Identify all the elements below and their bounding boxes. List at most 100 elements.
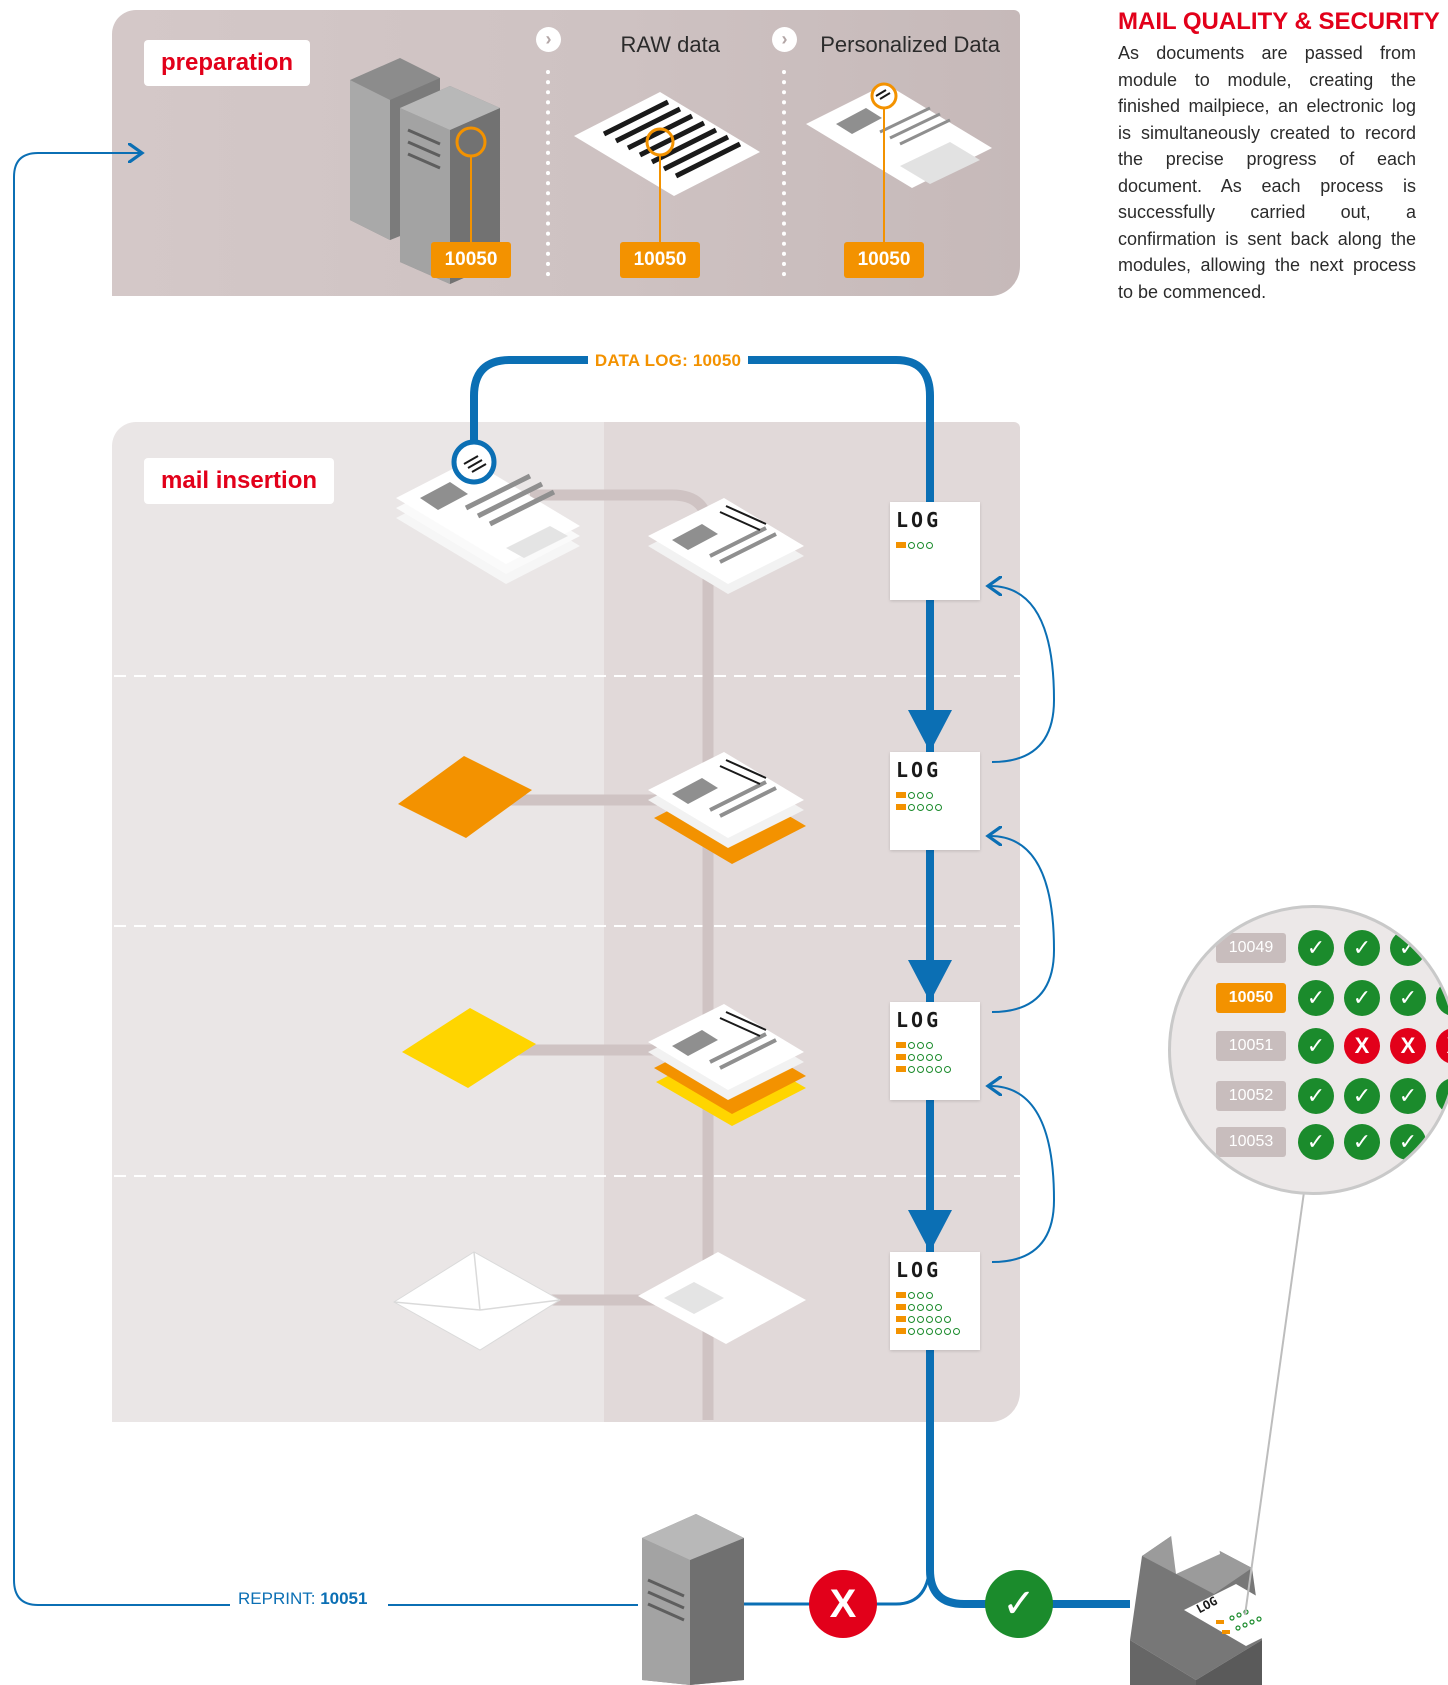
- log-entry-marker: [896, 1054, 906, 1060]
- check-icon: [917, 1053, 924, 1061]
- check-icon: ✓: [1298, 980, 1334, 1016]
- log-entry-marker: [896, 1042, 906, 1048]
- row-separators: [114, 675, 1020, 1177]
- folded-document-icon: [648, 498, 804, 594]
- raw-data-label: RAW data: [620, 32, 720, 57]
- check-icon: [935, 1053, 942, 1061]
- open-envelope-icon: [393, 1251, 561, 1351]
- check-icon: [926, 1303, 933, 1311]
- log-entry: [896, 1302, 962, 1312]
- closed-envelope-icon: [638, 1252, 806, 1344]
- yellow-insert-icon: [402, 1008, 536, 1088]
- reprint-loop-arrow: [13, 153, 260, 1606]
- info-title: MAIL QUALITY & SECURITY: [1118, 8, 1440, 35]
- check-icon: ✓: [1390, 930, 1426, 966]
- check-icon: [917, 541, 924, 549]
- log-card-title: LOG: [896, 508, 942, 532]
- check-icon: ✓: [1344, 1078, 1380, 1114]
- lens-document-id: 10051: [1216, 1031, 1286, 1061]
- check-icon: [935, 1315, 942, 1323]
- log-entry-marker: [896, 1292, 906, 1298]
- check-icon: [917, 1065, 924, 1073]
- log-entry-marker: [896, 1316, 906, 1322]
- lens-log-row: 10051✓XXX: [1216, 1028, 1448, 1064]
- log-entry-marker: [896, 1304, 906, 1310]
- log-entry: [896, 1290, 962, 1300]
- reprint-fail-icon: X: [809, 1570, 877, 1638]
- log-card: LOG: [890, 1002, 980, 1100]
- log-entry-marker: [896, 804, 906, 810]
- check-icon: [917, 1041, 924, 1049]
- log-entry: [896, 1326, 962, 1336]
- check-icon: [908, 1041, 915, 1049]
- check-icon: ✓: [1436, 980, 1448, 1016]
- check-icon: ✓: [1390, 980, 1426, 1016]
- check-icon: [908, 1053, 915, 1061]
- log-entry: [896, 540, 935, 550]
- log-entry: [896, 1064, 953, 1074]
- log-entry: [896, 790, 944, 800]
- log-card: LOG: [890, 752, 980, 850]
- lens-log-row: 10052✓✓✓✓: [1216, 1078, 1448, 1114]
- check-icon: ✓: [1436, 1078, 1448, 1114]
- check-icon: [935, 1065, 942, 1073]
- check-icon: [944, 1065, 951, 1073]
- check-icon: ✓: [1298, 1028, 1334, 1064]
- log-entries: [896, 1290, 962, 1338]
- check-icon: [908, 1327, 915, 1335]
- log-card: LOG: [890, 1252, 980, 1350]
- raw-data-sheet-icon: [574, 92, 760, 242]
- log-entry: [896, 1052, 953, 1062]
- log-card-title: LOG: [896, 758, 942, 782]
- error-icon: X: [1344, 1028, 1380, 1064]
- log-entry: [896, 1040, 953, 1050]
- log-card-title: LOG: [896, 1008, 942, 1032]
- check-icon: [926, 1291, 933, 1299]
- check-icon: [944, 1315, 951, 1323]
- error-icon: X: [1390, 1028, 1426, 1064]
- check-icon: [908, 541, 915, 549]
- chevron-right-icon: ›: [772, 27, 797, 52]
- check-icon: [926, 1041, 933, 1049]
- error-server-icon: [642, 1514, 744, 1685]
- flow-arrowheads: [908, 710, 952, 1252]
- lens-document-id: 10053: [1216, 1127, 1286, 1157]
- log-zoom-lens: 10049✓✓✓10050✓✓✓✓10051✓XXX10052✓✓✓✓10053…: [1168, 905, 1448, 1195]
- check-icon: [935, 1303, 942, 1311]
- check-icon: ✓: [1344, 930, 1380, 966]
- check-icon: [908, 1303, 915, 1311]
- check-icon: [926, 1327, 933, 1335]
- check-icon: [926, 803, 933, 811]
- log-card: LOG: [890, 502, 980, 600]
- confirmation-loop-arrows: [990, 586, 1056, 1263]
- lens-document-id: 10050: [1216, 983, 1286, 1013]
- mail-insertion-panel-left: [112, 422, 604, 1422]
- document-stack-icon: [396, 460, 580, 584]
- lens-pointer-line: [1244, 1191, 1305, 1616]
- check-icon: [935, 1327, 942, 1335]
- check-icon: [917, 1327, 924, 1335]
- chevron-right-icon: ›: [536, 27, 561, 52]
- check-icon: [917, 803, 924, 811]
- check-icon: ✓: [1344, 1124, 1380, 1160]
- log-entry-marker: [896, 1066, 906, 1072]
- lens-document-id: 10052: [1216, 1081, 1286, 1111]
- check-icon: [917, 1291, 924, 1299]
- check-icon: [926, 1315, 933, 1323]
- mail-insertion-label: mail insertion: [144, 458, 335, 504]
- document-with-two-inserts-icon: [648, 1004, 806, 1126]
- check-icon: [908, 803, 915, 811]
- check-icon: ✓: [1298, 1078, 1334, 1114]
- id-badge-server: 10050: [431, 242, 511, 278]
- check-icon: [917, 1303, 924, 1311]
- success-check-icon: ✓: [985, 1570, 1053, 1638]
- check-icon: [935, 803, 942, 811]
- reprint-label: REPRINT: 10051: [230, 1585, 376, 1613]
- log-entry-marker: [896, 792, 906, 798]
- log-entries: [896, 1040, 953, 1076]
- personalized-data-sheet-icon: [806, 82, 992, 242]
- log-entry-marker: [896, 1328, 906, 1334]
- check-icon: [917, 1315, 924, 1323]
- preparation-label: preparation: [144, 40, 311, 86]
